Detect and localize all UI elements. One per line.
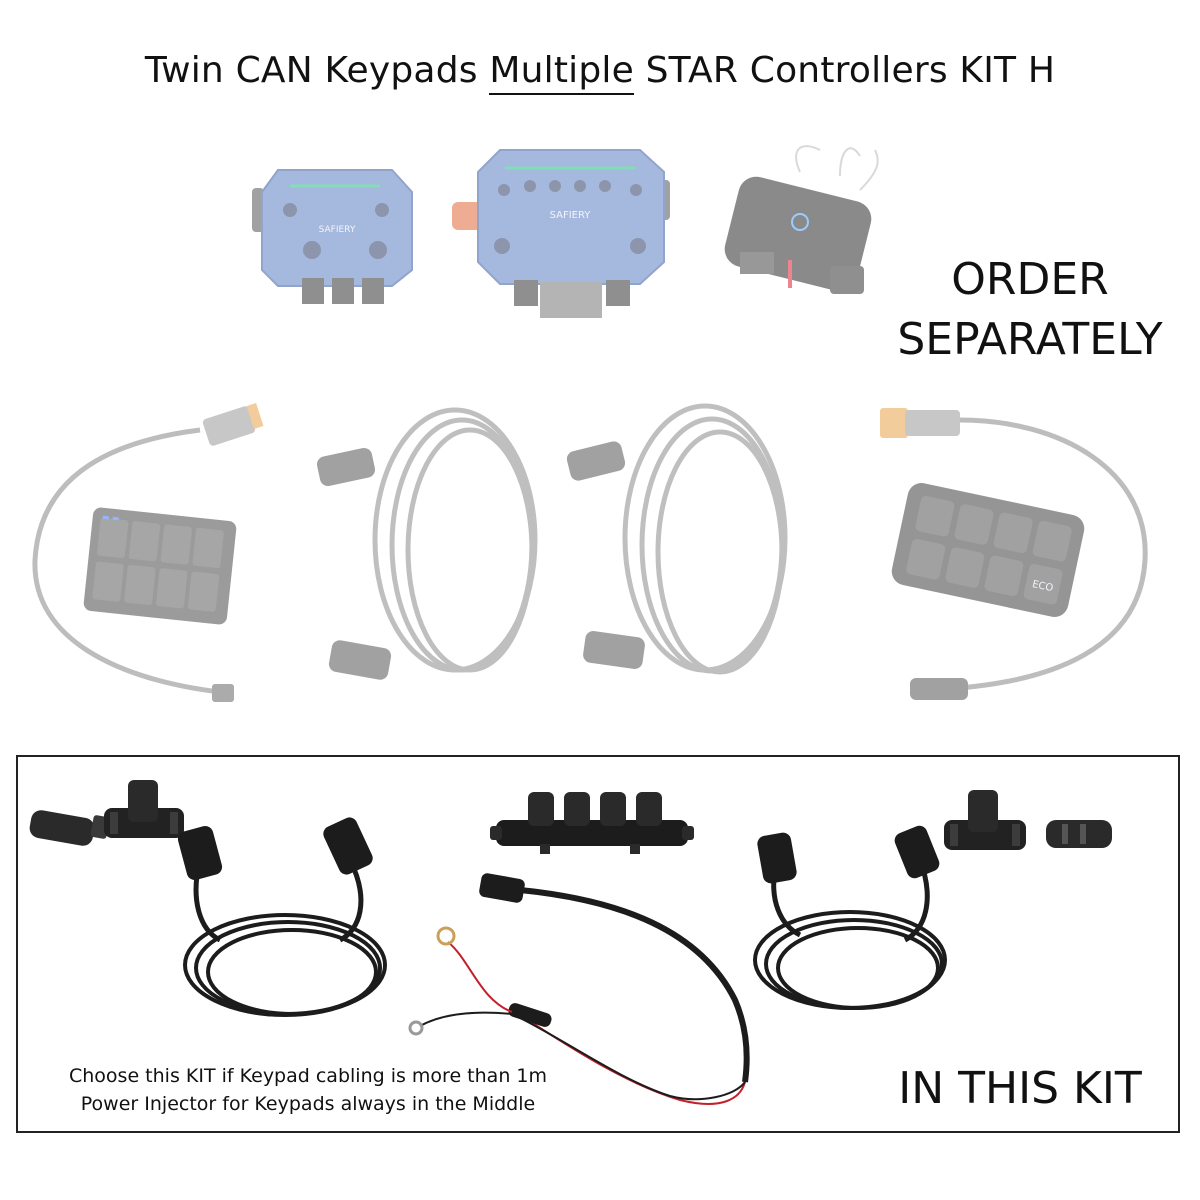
kit-note-line-1: Choose this KIT if Keypad cabling is mor… bbox=[69, 1065, 547, 1087]
star-controller-small: SAFIERY bbox=[252, 169, 413, 304]
keypad-left bbox=[32, 403, 264, 702]
kit-note: Choose this KIT if Keypad cabling is mor… bbox=[28, 1062, 588, 1118]
title-underlined-word: Multiple bbox=[489, 50, 634, 95]
star-controller-large: SAFIERY bbox=[452, 149, 670, 318]
page-title: Twin CAN Keypads Multiple STAR Controlle… bbox=[0, 50, 1200, 95]
right-terminator bbox=[1046, 820, 1112, 848]
right-cable-coil bbox=[753, 825, 947, 1010]
in-this-kit-label: IN THIS KIT bbox=[898, 1063, 1142, 1114]
keypad-eco-label: ECO bbox=[1031, 579, 1054, 594]
in-this-kit-box bbox=[16, 755, 1180, 1133]
left-t-connector bbox=[104, 780, 184, 838]
controller-brand-small: SAFIERY bbox=[319, 225, 356, 235]
coiled-cable-2 bbox=[566, 403, 788, 675]
multi-t-block bbox=[490, 792, 694, 854]
power-module bbox=[724, 145, 879, 294]
order-separately-group: SAFIERY SAFIERY bbox=[32, 145, 1148, 702]
power-injector-cable bbox=[408, 873, 750, 1105]
coiled-cable-1 bbox=[316, 407, 538, 680]
kit-note-line-2: Power Injector for Keypads always in the… bbox=[80, 1093, 536, 1115]
keypad-right: ECO bbox=[880, 408, 1148, 700]
in-this-kit-group bbox=[29, 780, 1112, 1105]
controller-brand-large: SAFIERY bbox=[550, 210, 592, 221]
right-t-connector bbox=[944, 790, 1026, 850]
left-cable-coil bbox=[177, 817, 387, 1017]
order-separately-label: ORDER SEPARATELY bbox=[897, 254, 1163, 365]
